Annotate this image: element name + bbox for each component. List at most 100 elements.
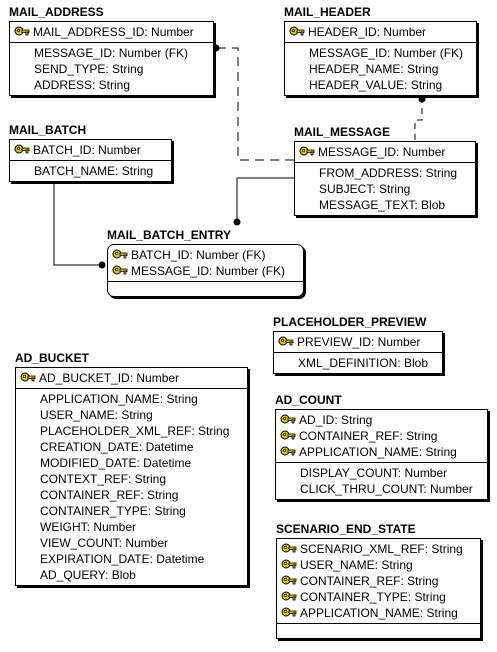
key-attribute: CONTAINER_REF: String (281, 573, 480, 589)
primary-key-icon (14, 143, 30, 157)
attribute: CLICK_THRU_COUNT: Number (280, 481, 487, 497)
primary-key-icon (281, 590, 297, 604)
attribute-label: MESSAGE_TEXT: Blob (319, 198, 446, 212)
attribute-section: XML_DEFINITION: Blob (274, 353, 442, 373)
attribute-label: WEIGHT: Number (40, 520, 137, 534)
attribute-section (108, 282, 303, 296)
key-attribute: CONTAINER_TYPE: String (281, 589, 480, 605)
rel-message-header (414, 102, 423, 140)
attribute: VIEW_COUNT: Number (20, 535, 247, 551)
attribute-label: USER_NAME: String (40, 408, 153, 422)
mail-batch-entry-entity[interactable]: BATCH_ID: Number (FK)MESSAGE_ID: Number … (107, 244, 304, 297)
primary-key-icon (281, 574, 297, 588)
key-attribute: PREVIEW_ID: Number (278, 334, 442, 350)
attribute-label: HEADER_NAME: String (309, 62, 439, 76)
attribute: MESSAGE_TEXT: Blob (299, 197, 475, 213)
attribute-label: SCENARIO_XML_REF: String (300, 542, 463, 556)
attribute: FROM_ADDRESS: String (299, 165, 475, 181)
attribute-label: CREATION_DATE: Datetime (40, 440, 194, 454)
attribute: MODIFIED_DATE: Datetime (20, 455, 247, 471)
rel-message-header-end (418, 95, 426, 103)
mail-batch-entry-title: MAIL_BATCH_ENTRY (107, 228, 232, 242)
attribute: DISPLAY_COUNT: Number (280, 465, 487, 481)
attribute-section (277, 624, 480, 638)
attribute: HEADER_VALUE: String (289, 77, 476, 93)
key-attribute: MESSAGE_ID: Number (299, 144, 475, 160)
attribute-section: BATCH_NAME: String (10, 161, 171, 181)
attribute-label: CONTAINER_REF: String (40, 488, 179, 502)
attribute: CONTEXT_REF: String (20, 471, 247, 487)
attribute-label: HEADER_ID: Number (308, 25, 427, 39)
attribute-label: MAIL_ADDRESS_ID: Number (33, 25, 194, 39)
attribute-label: HEADER_VALUE: String (309, 78, 443, 92)
attribute: PLACEHOLDER_XML_REF: String (20, 423, 247, 439)
ad-count-title: AD_COUNT (275, 393, 342, 407)
attribute-label: SUBJECT: String (319, 182, 411, 196)
attribute: USER_NAME: String (20, 407, 247, 423)
ad-bucket-title: AD_BUCKET (15, 351, 90, 365)
attribute-label: AD_QUERY: Blob (40, 568, 136, 582)
attribute-label: MODIFIED_DATE: Datetime (40, 456, 192, 470)
key-section: MAIL_ADDRESS_ID: Number (10, 22, 213, 43)
rel-batch-entry (53, 178, 102, 266)
key-attribute: CONTAINER_REF: String (280, 428, 487, 444)
rel-message-address (218, 47, 294, 161)
mail-address-title: MAIL_ADDRESS (9, 5, 104, 19)
key-attribute: SCENARIO_XML_REF: String (281, 541, 480, 557)
attribute-label: BATCH_ID: Number (33, 143, 141, 157)
key-section: AD_BUCKET_ID: Number (16, 368, 247, 389)
attribute: HEADER_NAME: String (289, 61, 476, 77)
attribute-label: CONTAINER_TYPE: String (300, 590, 446, 604)
mail-batch-title: MAIL_BATCH (9, 123, 87, 137)
key-attribute: HEADER_ID: Number (289, 24, 476, 40)
key-attribute: BATCH_ID: Number (FK) (112, 247, 303, 263)
primary-key-icon (20, 371, 36, 385)
attribute-section: MESSAGE_ID: Number (FK) SEND_TYPE: String… (10, 43, 213, 95)
attribute-label: MESSAGE_ID: Number (FK) (131, 264, 286, 278)
key-section: BATCH_ID: Number (10, 140, 171, 161)
attribute-label: APPLICATION_NAME: String (299, 445, 457, 459)
attribute: WEIGHT: Number (20, 519, 247, 535)
rel-message-entry-end (233, 218, 241, 226)
key-attribute: AD_ID: String (280, 412, 487, 428)
key-section: PREVIEW_ID: Number (274, 332, 442, 353)
attribute-label: MESSAGE_ID: Number (318, 145, 446, 159)
key-section: BATCH_ID: Number (FK)MESSAGE_ID: Number … (108, 245, 303, 282)
primary-key-icon (281, 606, 297, 620)
attribute-label: MESSAGE_ID: Number (FK) (34, 46, 189, 60)
primary-key-icon (112, 248, 128, 262)
key-section: HEADER_ID: Number (285, 22, 476, 43)
key-attribute: MESSAGE_ID: Number (FK) (112, 263, 303, 279)
primary-key-icon (281, 558, 297, 572)
attribute-label: CONTAINER_TYPE: String (40, 504, 186, 518)
scenario-end-state-title: SCENARIO_END_STATE (276, 522, 416, 536)
attribute-label: AD_ID: String (299, 413, 373, 427)
attribute-label: FROM_ADDRESS: String (319, 166, 458, 180)
primary-key-icon (280, 429, 296, 443)
attribute-label: SEND_TYPE: String (34, 62, 144, 76)
attribute-label: APPLICATION_NAME: String (300, 606, 458, 620)
attribute: ADDRESS: String (14, 77, 213, 93)
primary-key-icon (299, 145, 315, 159)
mail-header-title: MAIL_HEADER (284, 5, 371, 19)
attribute: EXPIRATION_DATE: Datetime (20, 551, 247, 567)
primary-key-icon (14, 25, 30, 39)
attribute-label: EXPIRATION_DATE: Datetime (40, 552, 205, 566)
primary-key-icon (280, 445, 296, 459)
attribute: APPLICATION_NAME: String (20, 391, 247, 407)
rel-batch-entry-end (98, 261, 106, 269)
attribute-label: ADDRESS: String (34, 78, 131, 92)
attribute: CONTAINER_REF: String (20, 487, 247, 503)
attribute-label: BATCH_NAME: String (34, 164, 154, 178)
key-attribute: USER_NAME: String (281, 557, 480, 573)
